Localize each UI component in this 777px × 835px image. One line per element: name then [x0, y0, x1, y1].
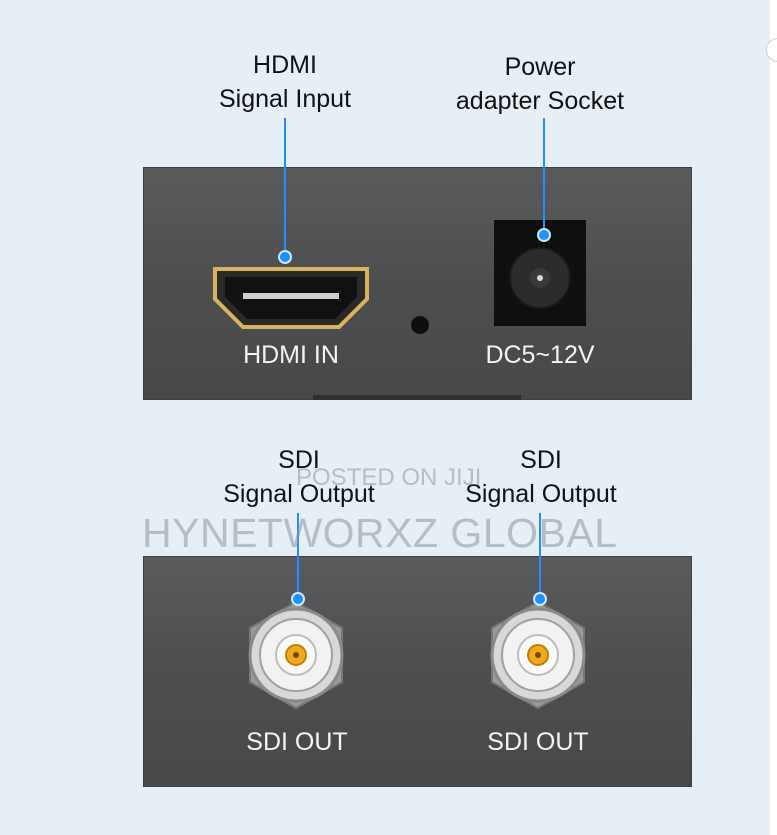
sdi-signal-output-right-label: SDI Signal Output [452, 443, 630, 511]
sdi-right-leader-dot [533, 592, 547, 606]
sdi-signal-output-left-label: SDI Signal Output [210, 443, 388, 511]
device-output-panel: SDI OUT SDI OUT [143, 556, 692, 787]
sdi-out-left-label: SDI OUT [246, 728, 348, 756]
indicator-hole [411, 316, 429, 334]
hdmi-signal-input-label: HDMI Signal Input [210, 48, 360, 116]
dc-voltage-label: DC5~12V [485, 341, 595, 369]
hdmi-leader-dot [278, 250, 292, 264]
brand-watermark: HYNETWORXZ GLOBAL [142, 510, 618, 556]
posted-on-watermark: POSTED ON JIJI [296, 464, 482, 491]
hdmi-leader-line [284, 118, 286, 256]
sdi-left-label-line1: SDI [278, 446, 320, 474]
right-edge [770, 0, 777, 835]
hdmi-port-icon [213, 267, 369, 329]
power-label-line1: Power [504, 53, 576, 81]
sdi-left-leader-line [297, 513, 299, 599]
sdi-right-label-line2: Signal Output [465, 480, 617, 508]
power-leader-dot [537, 228, 551, 242]
hdmi-label-line1: HDMI [253, 51, 317, 79]
sdi-left-label-line2: Signal Output [223, 480, 375, 508]
bnc-connector-right-icon [490, 600, 586, 710]
hdmi-in-label: HDMI IN [243, 341, 339, 369]
hdmi-label-line2: Signal Input [218, 85, 352, 113]
power-adapter-socket-label: Power adapter Socket [442, 50, 638, 118]
bnc-connector-left-icon [248, 600, 344, 710]
sdi-right-label-line1: SDI [520, 446, 562, 474]
sdi-left-leader-dot [291, 592, 305, 606]
device-input-panel: HDMI IN DC5~12V [143, 167, 692, 400]
power-label-line2: adapter Socket [455, 87, 625, 115]
device-bottom-rail [313, 395, 521, 400]
sdi-right-leader-line [539, 513, 541, 599]
sdi-out-right-label: SDI OUT [487, 728, 589, 756]
power-leader-line [543, 118, 545, 234]
